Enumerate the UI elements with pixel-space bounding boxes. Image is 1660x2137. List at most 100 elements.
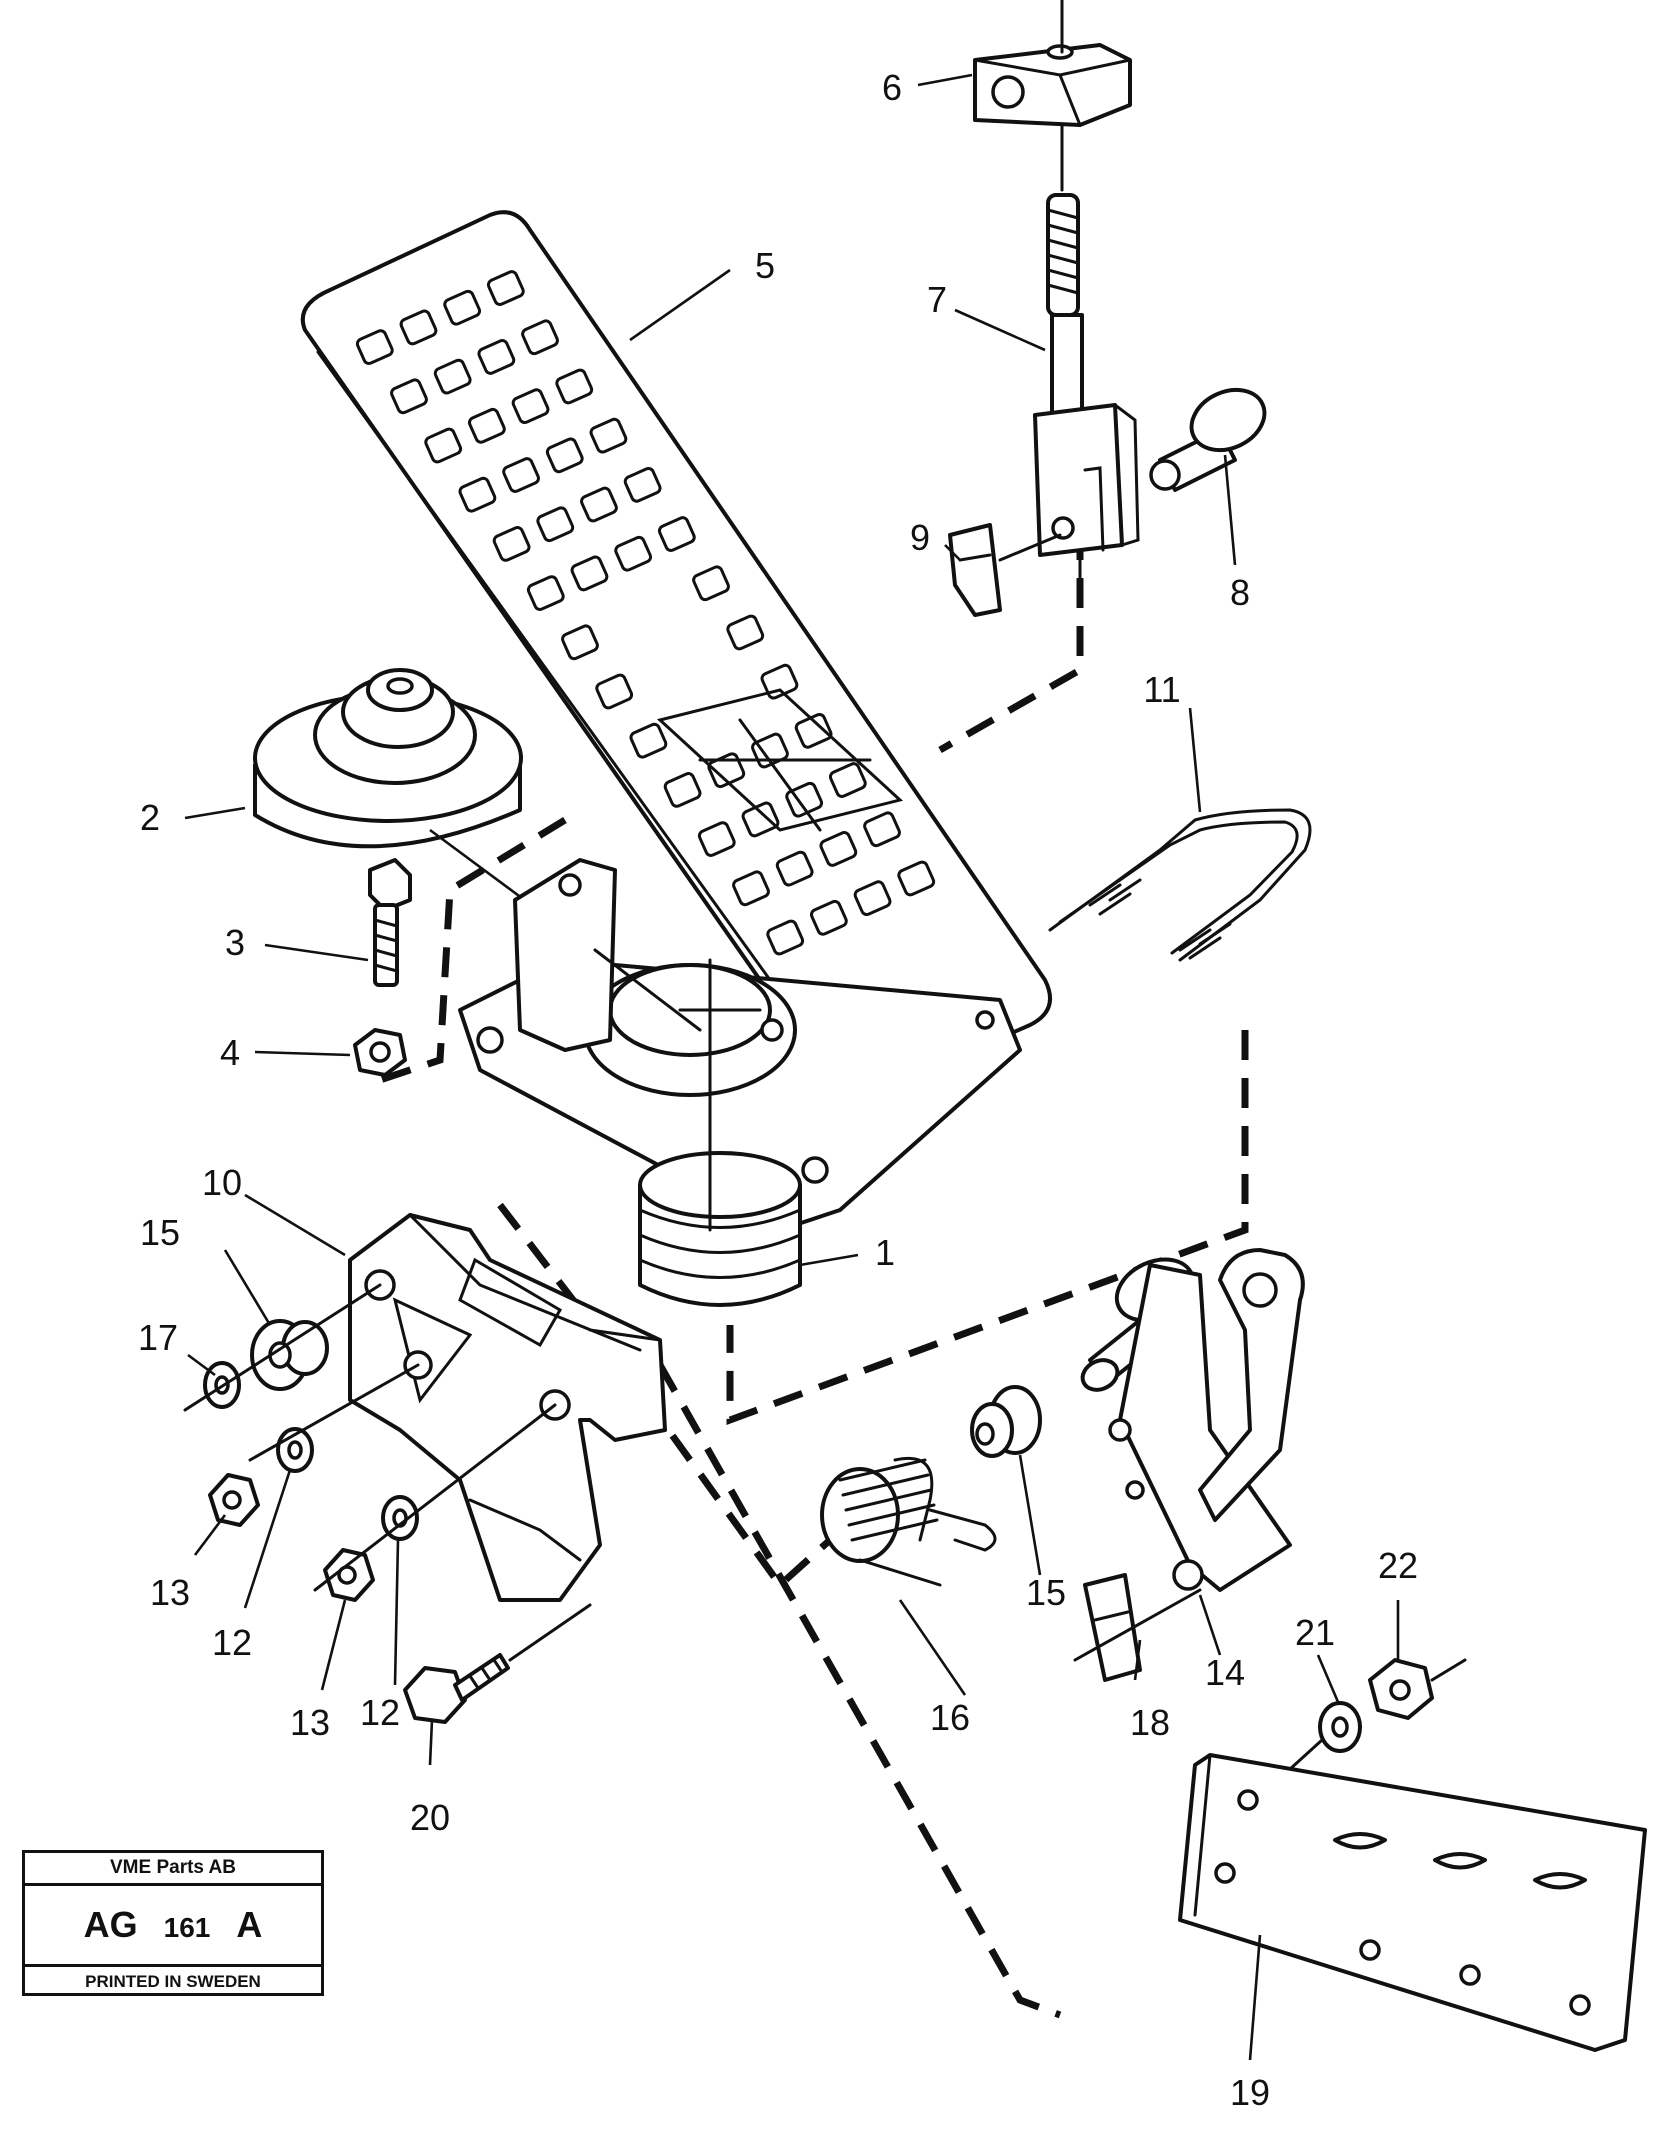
tread-pad	[828, 762, 867, 798]
stamp-footer: PRINTED IN SWEDEN	[85, 1972, 261, 1991]
part-19-mounting-plate	[1178, 1753, 1647, 2052]
tread-pad	[707, 752, 746, 789]
part-2-rubber-boot	[253, 668, 701, 1032]
part-7-rod-clevis	[1033, 193, 1140, 592]
tread-pad	[629, 722, 668, 759]
callout-15a: 15	[140, 1212, 180, 1253]
tread-pad	[794, 712, 833, 749]
tread-pad	[424, 427, 463, 464]
tread-pad	[570, 555, 609, 592]
callout-13a: 13	[150, 1572, 190, 1613]
tread-pad	[663, 772, 702, 808]
fastener-axis-lines	[183, 1283, 557, 1592]
part-12-washer-b	[381, 1495, 419, 1541]
part-4-nut	[353, 1028, 407, 1077]
callout-3: 3	[225, 922, 245, 963]
callout-labels: 1 2 3 4 5 6 7 8 9 10 11 12 12 13 13 14 1…	[138, 67, 1418, 2113]
callout-13b: 13	[290, 1702, 330, 1743]
callout-20: 20	[410, 1797, 450, 1838]
part-lever-shaft	[1080, 1257, 1292, 1592]
tread-pad	[819, 831, 858, 867]
stamp-code: AG 161 A	[25, 1886, 321, 1967]
callout-16: 16	[930, 1697, 970, 1738]
tread-pad	[657, 516, 696, 552]
pedal-tread-pattern	[355, 270, 936, 956]
part-9-clip	[948, 523, 1062, 617]
callout-17: 17	[138, 1317, 178, 1358]
stamp-code-prefix: AG	[83, 1904, 138, 1945]
part-15-bushing-left	[250, 1319, 329, 1391]
tread-pad	[443, 289, 482, 326]
tread-pad	[561, 624, 599, 661]
tread-pad	[545, 437, 584, 474]
callout-19: 19	[1230, 2072, 1270, 2113]
tread-pad	[697, 821, 736, 857]
tread-pad	[526, 575, 565, 611]
callout-5: 5	[755, 245, 775, 286]
title-stamp: VME Parts AB AG 161 A PRINTED IN SWEDEN	[22, 1850, 324, 1996]
assembly-dash-lines	[378, 530, 1249, 2019]
callout-15b: 15	[1026, 1572, 1066, 1613]
tread-pad	[477, 339, 516, 375]
callout-2: 2	[140, 797, 160, 838]
tread-pad	[897, 860, 936, 897]
callout-12a: 12	[212, 1622, 252, 1663]
part-21-washer	[1318, 1701, 1362, 1753]
part-link-plate	[1198, 1248, 1305, 1522]
part-8-pin	[1149, 387, 1267, 492]
callout-8: 8	[1230, 572, 1250, 613]
part-10-bracket	[348, 1213, 667, 1602]
part-13-nut-a	[208, 1473, 260, 1527]
callout-7: 7	[927, 279, 947, 320]
part-5-pedal-plate	[300, 210, 1052, 1100]
tread-pad	[732, 870, 770, 907]
tread-pad	[511, 388, 550, 425]
part-3-bolt	[368, 858, 412, 987]
stamp-code-suffix: A	[236, 1904, 263, 1945]
callout-21: 21	[1295, 1612, 1335, 1653]
tread-pad	[785, 781, 824, 818]
callout-6: 6	[882, 67, 902, 108]
callout-1: 1	[875, 1232, 895, 1273]
tread-pad	[486, 270, 525, 306]
callout-9: 9	[910, 517, 930, 558]
tread-pad	[492, 526, 531, 562]
callout-4: 4	[220, 1032, 240, 1073]
part-1-pedal-base	[458, 858, 1022, 1307]
callout-14: 14	[1205, 1652, 1245, 1693]
stamp-company: VME Parts AB	[25, 1853, 321, 1886]
stamp-code-number: 161	[163, 1912, 211, 1943]
part-13-nut-b	[323, 1548, 375, 1602]
part-15-bushing-right	[970, 1385, 1042, 1458]
tread-pad	[726, 614, 765, 651]
callout-11: 11	[1143, 669, 1180, 710]
tread-pad	[536, 506, 575, 543]
tread-pad	[595, 673, 634, 710]
tread-pad	[589, 417, 628, 454]
tread-pad	[580, 486, 618, 523]
tread-pad	[775, 850, 814, 887]
tread-pad	[692, 565, 730, 602]
callout-leaders	[184, 73, 1400, 2061]
part-18-clip	[1073, 1573, 1202, 1682]
callout-10: 10	[202, 1162, 242, 1203]
tread-pad	[863, 811, 901, 848]
part-22-nut	[1368, 1658, 1467, 1720]
tread-pad	[555, 368, 594, 405]
tread-pad	[623, 466, 662, 503]
tread-pad	[853, 880, 892, 917]
part-6-block	[973, 0, 1132, 192]
tread-pad	[502, 457, 540, 493]
tread-pad	[399, 309, 438, 346]
tread-pad	[467, 407, 506, 444]
tread-pad	[521, 319, 559, 356]
tread-pad	[390, 378, 428, 415]
callout-22: 22	[1378, 1545, 1418, 1586]
callout-18: 18	[1130, 1702, 1170, 1743]
part-20-screw	[403, 1603, 592, 1724]
tread-pad	[458, 476, 497, 513]
tread-pad	[614, 535, 653, 572]
tread-pad	[355, 329, 394, 365]
tread-pad	[433, 358, 472, 395]
